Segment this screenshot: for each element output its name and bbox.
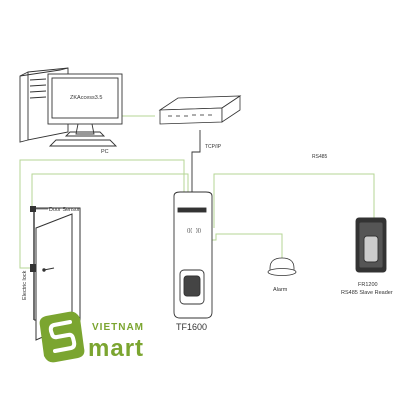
fr1200-reader	[355, 217, 387, 273]
alarm-label: Alarm	[273, 287, 288, 293]
vietnam-smart-logo: VIETNAM mart	[39, 311, 144, 363]
rfid-icon: ((( )))	[187, 228, 201, 234]
pc-monitor-icon	[47, 73, 123, 137]
electric-lock-label: Electric lock	[22, 270, 28, 300]
tcp-ip-label: TCP/IP	[205, 144, 222, 150]
alarm-icon	[267, 257, 297, 276]
pc-keyboard-icon	[48, 139, 118, 147]
svg-text:))): )))	[196, 228, 201, 234]
tf1600-label: TF1600	[176, 322, 207, 332]
svg-text:(((: (((	[187, 228, 192, 234]
tcp-ip-cable	[191, 130, 201, 198]
tf1600-device: ((( )))	[173, 191, 213, 319]
door-icon	[33, 207, 81, 341]
lock-wire	[19, 159, 185, 269]
electric-lock-icon	[30, 264, 36, 272]
svg-text:mart: mart	[88, 335, 144, 362]
door-sensor-wire	[31, 173, 189, 212]
pc-screen-text: ZKAccess3.5	[70, 95, 102, 101]
svg-text:VIETNAM: VIETNAM	[92, 322, 144, 333]
pc-label: PC	[101, 149, 109, 155]
door-sensor-label: Door Sensor	[49, 207, 80, 213]
fr1200-model-label: FR1200	[358, 282, 378, 288]
rs485-label: RS485	[312, 154, 328, 160]
reader-fingerprint-icon	[363, 235, 379, 263]
alarm-wire	[211, 233, 283, 258]
network-switch-icon	[158, 95, 242, 125]
fr1200-description-label: RS485 Slave Reader	[341, 290, 393, 296]
door-sensor-icon	[30, 206, 36, 212]
wiring	[19, 115, 375, 269]
pc	[19, 67, 123, 147]
rs485-wire	[213, 173, 375, 228]
